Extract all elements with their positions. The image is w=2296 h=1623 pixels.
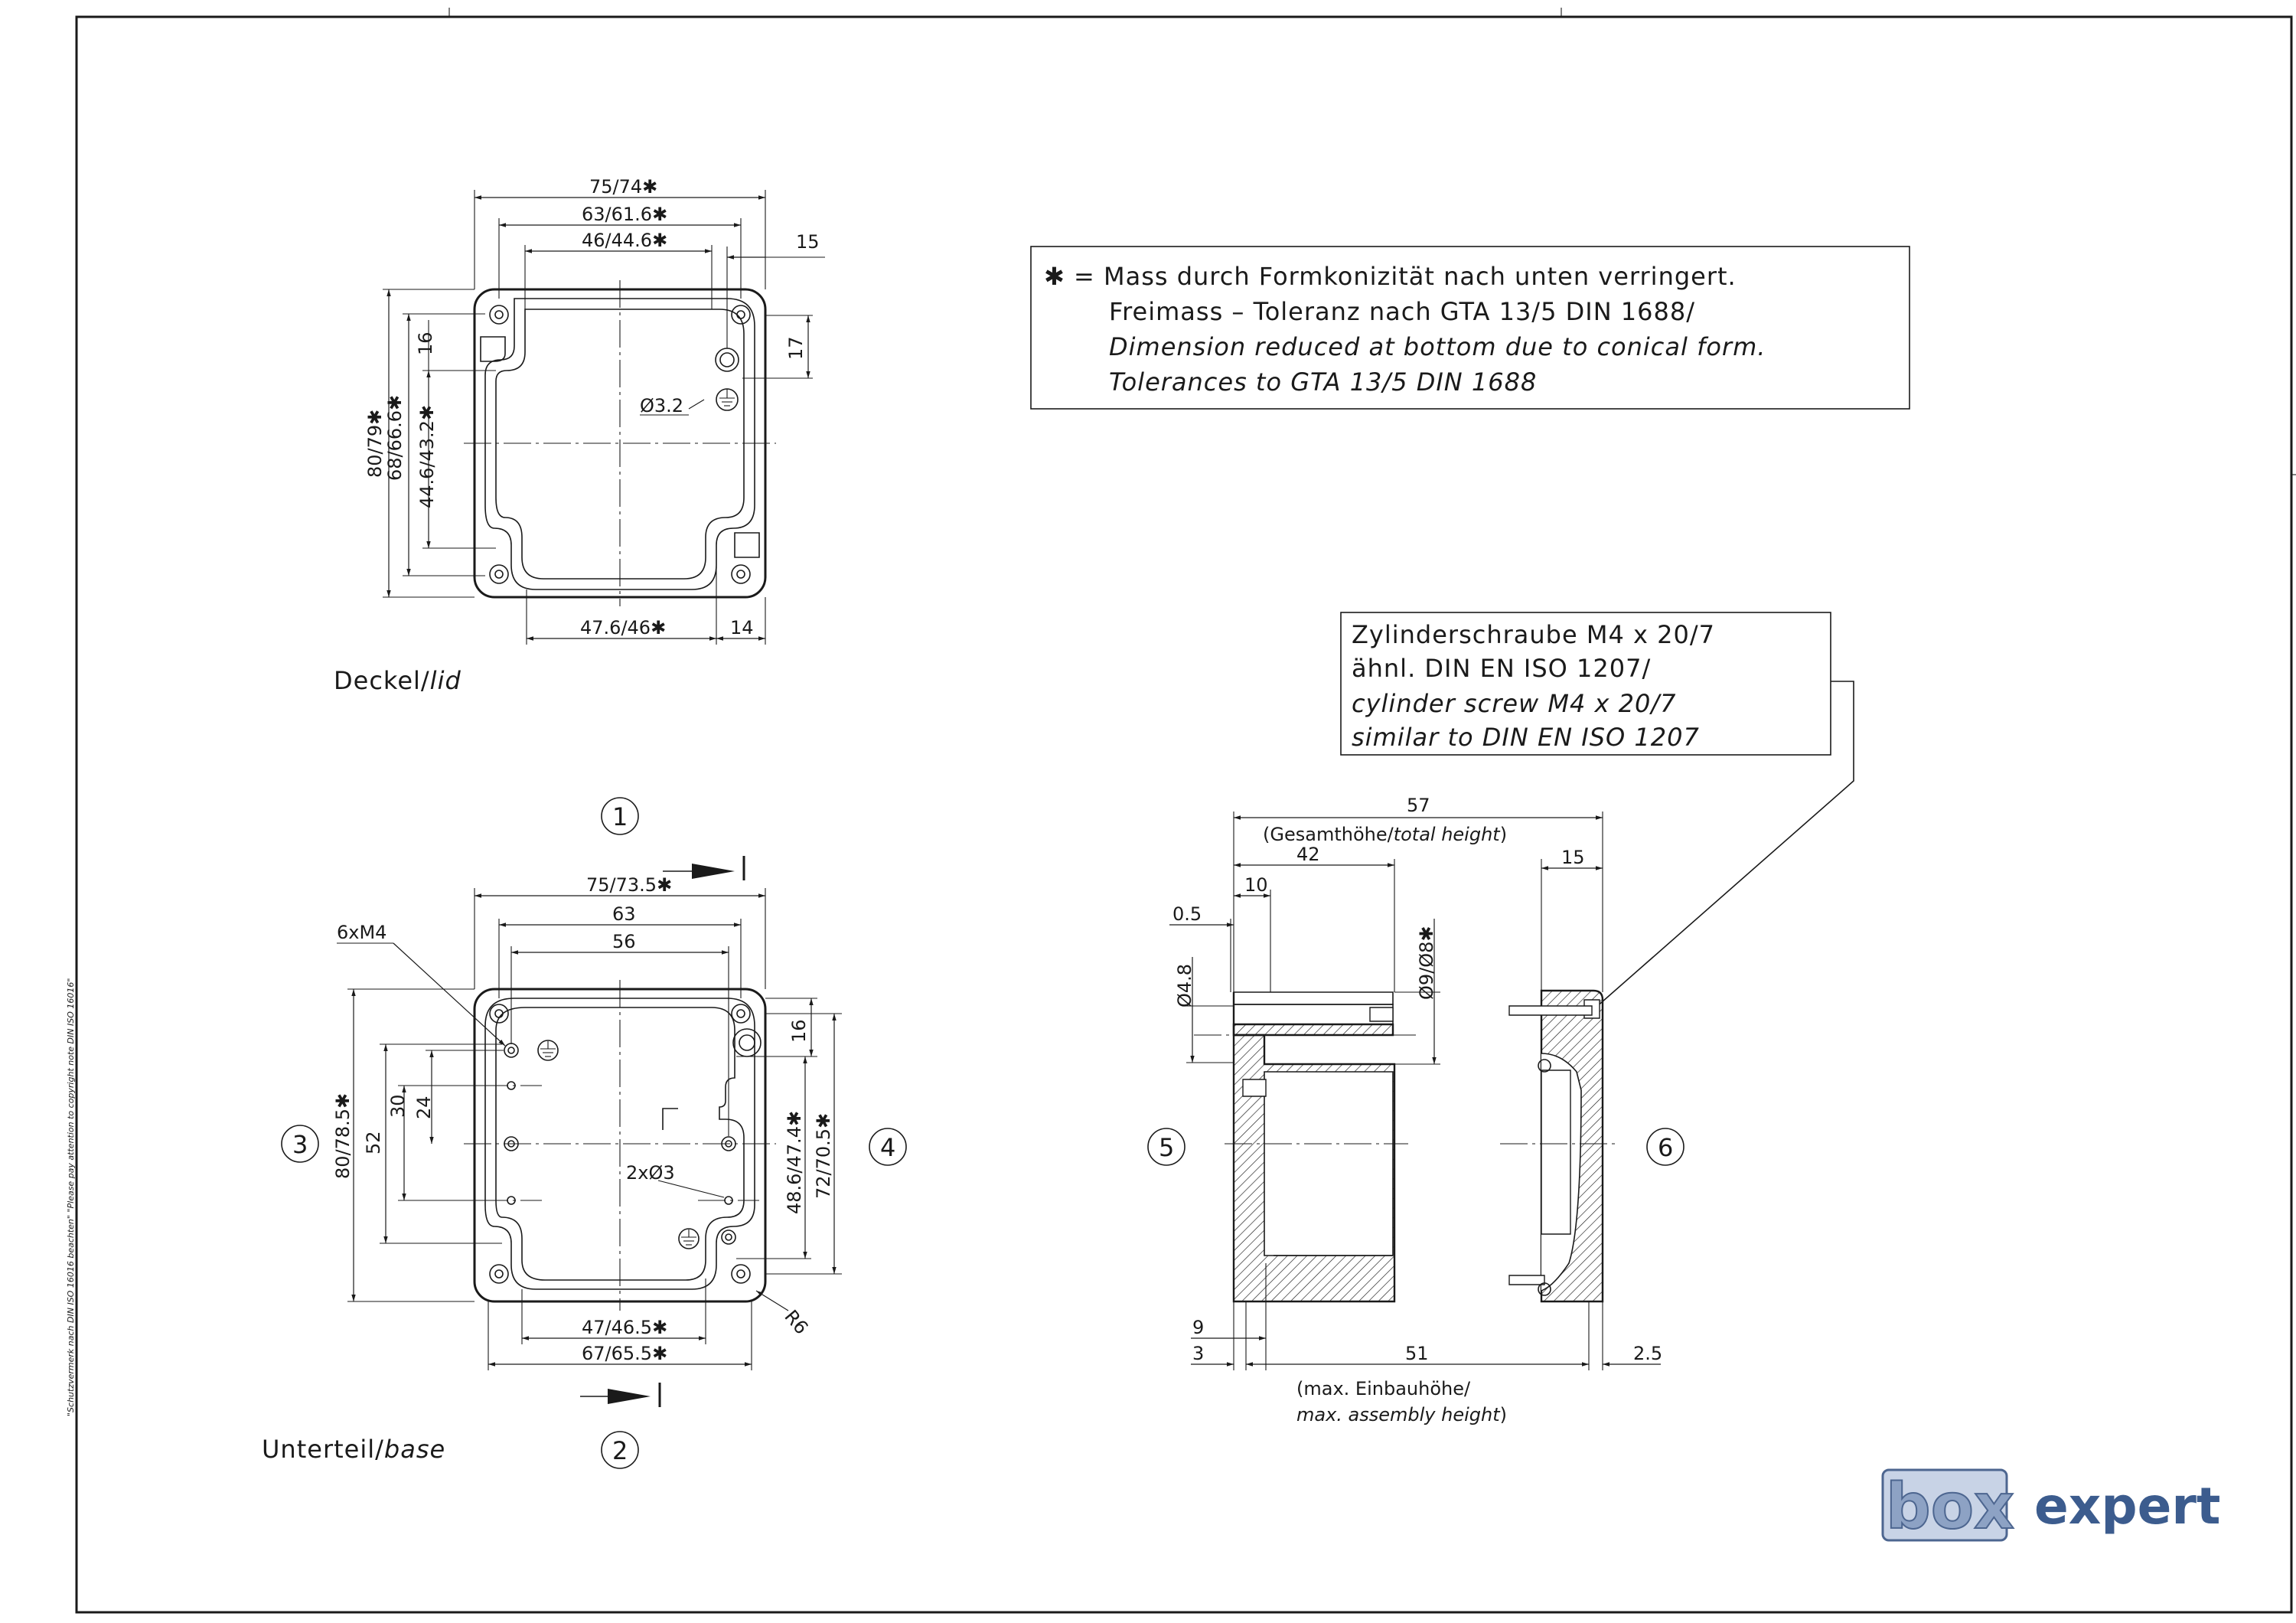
note-line-2: Freimass – Toleranz nach GTA 13/5 DIN 16… <box>1109 297 1695 326</box>
logo-expert-text: expert <box>2034 1477 2220 1536</box>
side-d25: 2.5 <box>1633 1343 1662 1364</box>
lid-bottom-14: 14 <box>730 617 754 638</box>
assembly-label-de: (max. Einbauhöhe/ <box>1296 1378 1471 1399</box>
lid-height-mid: 68/66.6✱ <box>384 395 406 481</box>
base-height-48: 48.6/47.4✱ <box>784 1111 805 1214</box>
lid-width-mid: 63/61.6✱ <box>582 204 667 225</box>
base-thread-label: 6xM4 <box>337 922 386 943</box>
lid-bottom-width: 47.6/46✱ <box>580 617 666 638</box>
side-d42: 42 <box>1296 844 1320 865</box>
note-line-1: ✱ = Mass durch Formkonizität nach unten … <box>1044 262 1737 291</box>
lid-width-outer: 75/74✱ <box>589 176 657 198</box>
view-label-2: 2 <box>612 1436 628 1465</box>
base-height-outer: 80/78.5✱ <box>332 1093 354 1179</box>
side-section-view <box>1194 989 1615 1303</box>
side-d05: 0.5 <box>1172 903 1202 925</box>
screw-line-1: Zylinderschraube M4 x 20/7 <box>1352 620 1715 649</box>
view-label-5: 5 <box>1159 1133 1175 1162</box>
side-total-57: 57 <box>1407 795 1430 816</box>
lid-height-outer: 80/79✱ <box>364 410 386 478</box>
lid-edge-15: 15 <box>796 231 820 253</box>
side-d9: Ø9/Ø8✱ <box>1416 926 1437 1000</box>
base-bottom-2: 67/65.5✱ <box>582 1343 667 1364</box>
side-d51: 51 <box>1405 1343 1429 1364</box>
base-height-24: 24 <box>413 1096 435 1119</box>
side-d3: 3 <box>1192 1343 1204 1364</box>
view-label-6: 6 <box>1658 1133 1674 1162</box>
side-dimensions: 57 (Gesamthöhe/total height) 42 15 10 0.… <box>1169 795 1662 1425</box>
base-dimensions: 75/73.5✱ 63 56 6xM4 80/78.5✱ 52 30 24 16 <box>332 874 842 1370</box>
view-label-4: 4 <box>880 1133 896 1162</box>
logo-box-text: box <box>1886 1471 2014 1543</box>
base-height-30: 30 <box>387 1094 409 1118</box>
base-height-72: 72/70.5✱ <box>813 1113 834 1199</box>
lid-v16: 16 <box>415 331 436 355</box>
tolerance-note: ✱ = Mass durch Formkonizität nach unten … <box>1030 246 1910 410</box>
screw-line-4: similar to DIN EN ISO 1207 <box>1352 723 1700 752</box>
base-height-52: 52 <box>363 1131 384 1154</box>
view-label-3: 3 <box>292 1130 308 1159</box>
base-radius: R6 <box>780 1306 812 1338</box>
view-label-1: 1 <box>612 802 628 831</box>
screw-line-3: cylinder screw M4 x 20/7 <box>1352 689 1676 718</box>
side-d48: Ø4.8 <box>1174 964 1195 1007</box>
side-d10: 10 <box>1244 874 1268 896</box>
base-holes-label: 2xØ3 <box>626 1162 675 1184</box>
base-width-outer: 75/73.5✱ <box>586 874 672 896</box>
base-width-56: 56 <box>612 931 636 952</box>
note-line-3: Dimension reduced at bottom due to conic… <box>1109 332 1766 361</box>
assembly-label-en: max. assembly height) <box>1296 1404 1507 1425</box>
lid-height-inner: 44.6/43.2✱ <box>416 405 438 508</box>
base-title: Unterteil/base <box>262 1435 445 1464</box>
base-view <box>464 980 776 1311</box>
screw-note: Zylinderschraube M4 x 20/7 ähnl. DIN EN … <box>1340 612 1854 1008</box>
lid-hole-diameter: Ø3.2 <box>640 395 683 416</box>
view-markers: 1 2 3 4 5 6 <box>281 797 1684 1469</box>
base-width-63: 63 <box>612 903 636 925</box>
lid-v17: 17 <box>785 336 807 360</box>
base-v16: 16 <box>788 1019 810 1043</box>
screw-line-2: ähnl. DIN EN ISO 1207/ <box>1352 654 1651 683</box>
side-d15: 15 <box>1561 847 1585 868</box>
lid-dimensions: 75/74✱ 63/61.6✱ 46/44.6✱ 15 80/79✱ 68/66… <box>364 176 825 645</box>
side-total-label: (Gesamthöhe/total height) <box>1263 824 1507 845</box>
drawing-frame <box>75 15 2293 1614</box>
copyright-side-note: "Schutzvermerk nach DIN ISO 16016 beacht… <box>66 978 76 1416</box>
lid-title: Deckel/lid <box>334 666 461 695</box>
lid-view <box>464 280 776 606</box>
note-line-4: Tolerances to GTA 13/5 DIN 1688 <box>1109 367 1537 397</box>
base-bottom-1: 47/46.5✱ <box>582 1317 667 1338</box>
boxexpert-logo: box expert <box>1881 1468 2220 1544</box>
side-d9b: 9 <box>1192 1317 1204 1338</box>
lid-width-inner: 46/44.6✱ <box>582 230 667 251</box>
